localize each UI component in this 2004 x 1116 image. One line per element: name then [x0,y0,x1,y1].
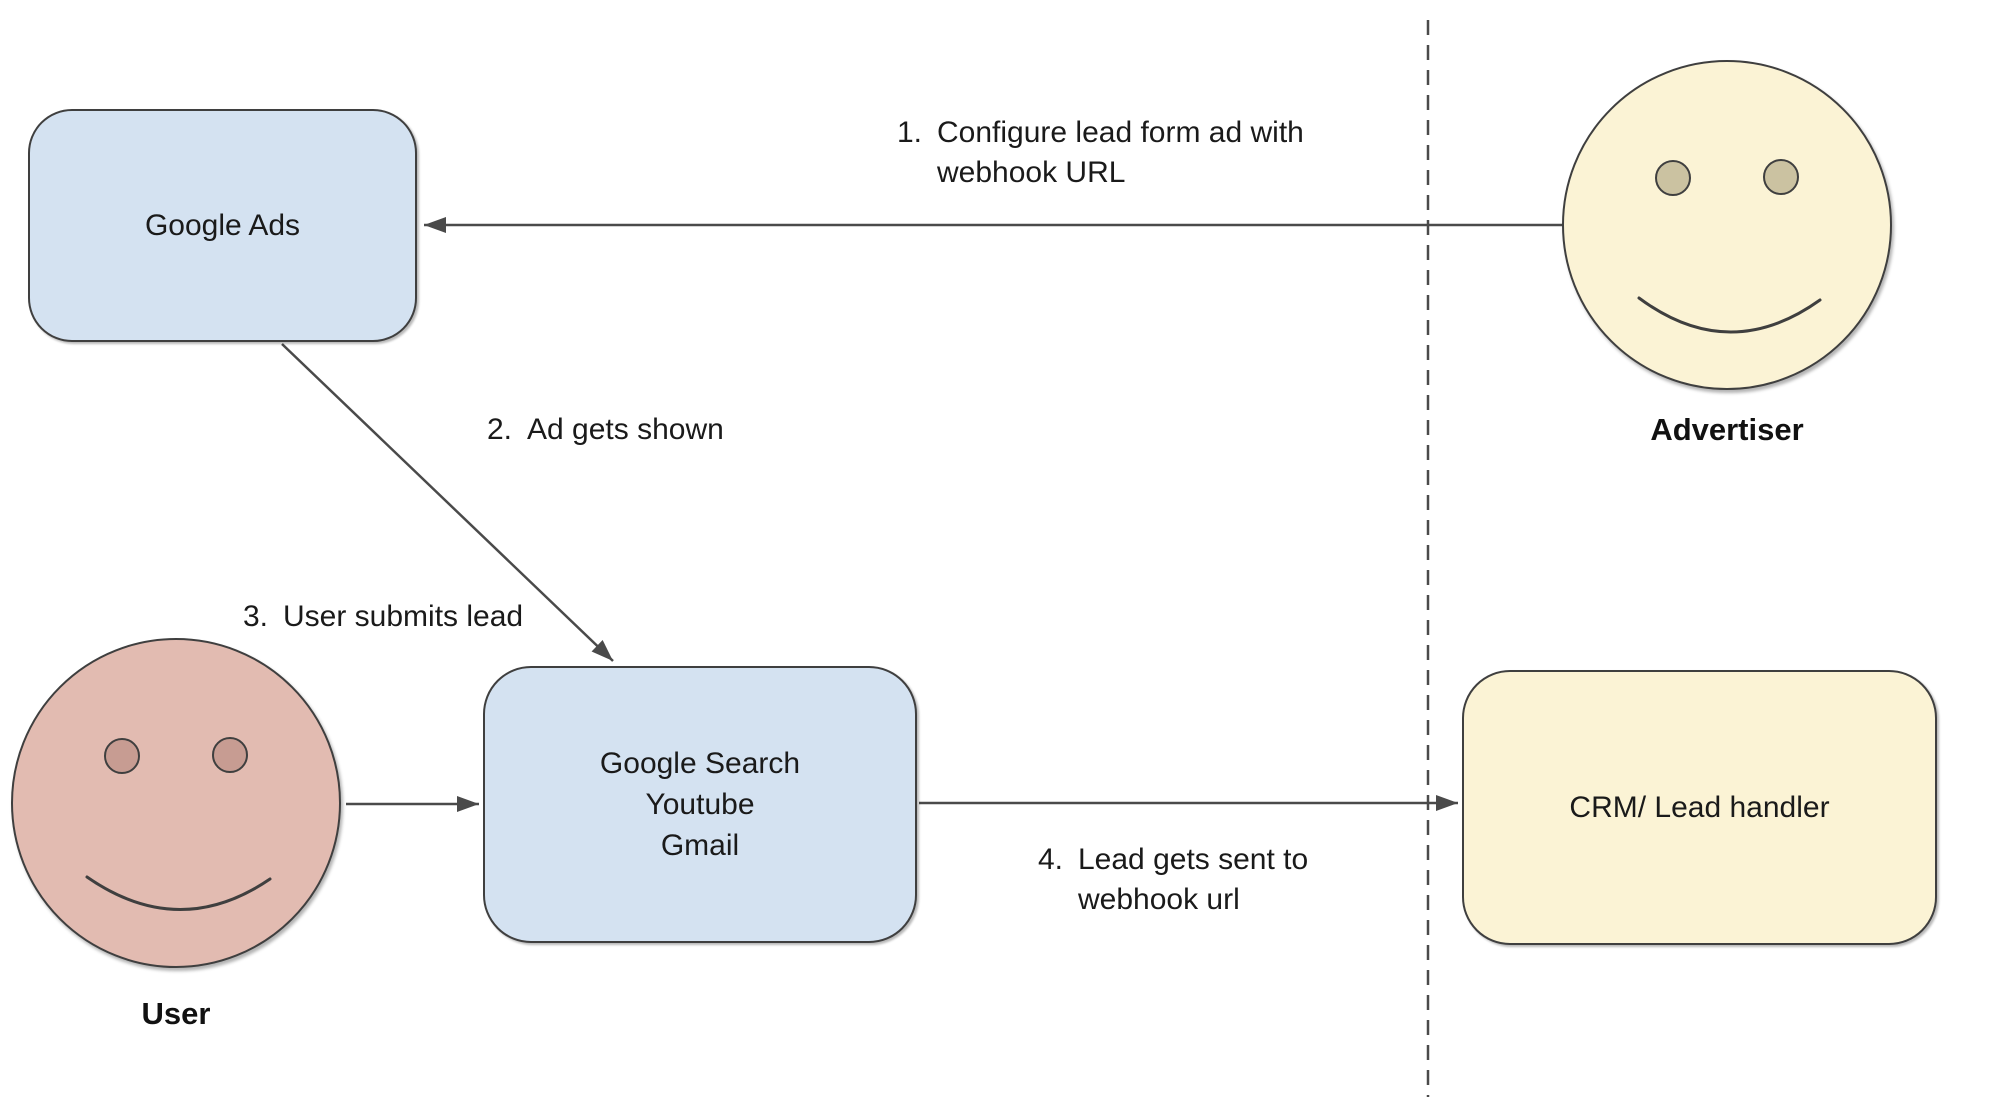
advertiser-smile [1637,296,1822,334]
step-2-label: 2. Ad gets shown [487,410,724,450]
step-1-number: 1. [897,116,923,149]
step-4-number: 4. [1038,843,1064,876]
platforms-line-1: Google Search [599,747,801,780]
google-ads-label: Google Ads [144,209,301,242]
step-4-line-1: Lead gets sent to [1078,843,1309,876]
step-2-line-1: Ad gets shown [527,413,724,446]
crm-label: CRM/ Lead handler [1569,791,1830,824]
user-eye-left [104,738,140,774]
user-label: User [141,996,211,1031]
arrow-google-ads-to-platforms [281,343,614,662]
advertiser-face [1562,60,1892,390]
step-1-label: 1. Configure lead form ad with webhook U… [897,113,1304,193]
platforms-line-2: Youtube [645,788,755,821]
step-4-label: 4. Lead gets sent to webhook url [1038,840,1308,920]
step-4-text: Lead gets sent to webhook url [1078,840,1308,920]
platforms-node: Google Search Youtube Gmail [483,666,917,943]
step-3-line-1: User submits lead [283,600,524,633]
advertiser-label: Advertiser [1650,412,1804,447]
crm-node: CRM/ Lead handler [1462,670,1937,945]
step-1-line-1: Configure lead form ad with [937,116,1304,149]
step-1-line-2: webhook URL [937,156,1126,189]
advertiser-eye-right [1763,159,1799,195]
step-3-label: 3. User submits lead [243,597,523,637]
user-smile [85,875,272,911]
user-face [11,638,341,968]
user-eye-right [212,737,248,773]
platforms-line-3: Gmail [660,829,740,862]
step-4-line-2: webhook url [1078,883,1240,916]
advertiser-eye-left [1655,160,1691,196]
step-3-text: User submits lead [283,597,523,637]
platforms-label: Google Search Youtube Gmail [600,743,800,866]
step-1-text: Configure lead form ad with webhook URL [937,113,1304,193]
step-3-number: 3. [243,600,269,633]
step-2-text: Ad gets shown [527,410,724,450]
step-2-number: 2. [487,413,513,446]
google-ads-node: Google Ads [28,109,417,342]
